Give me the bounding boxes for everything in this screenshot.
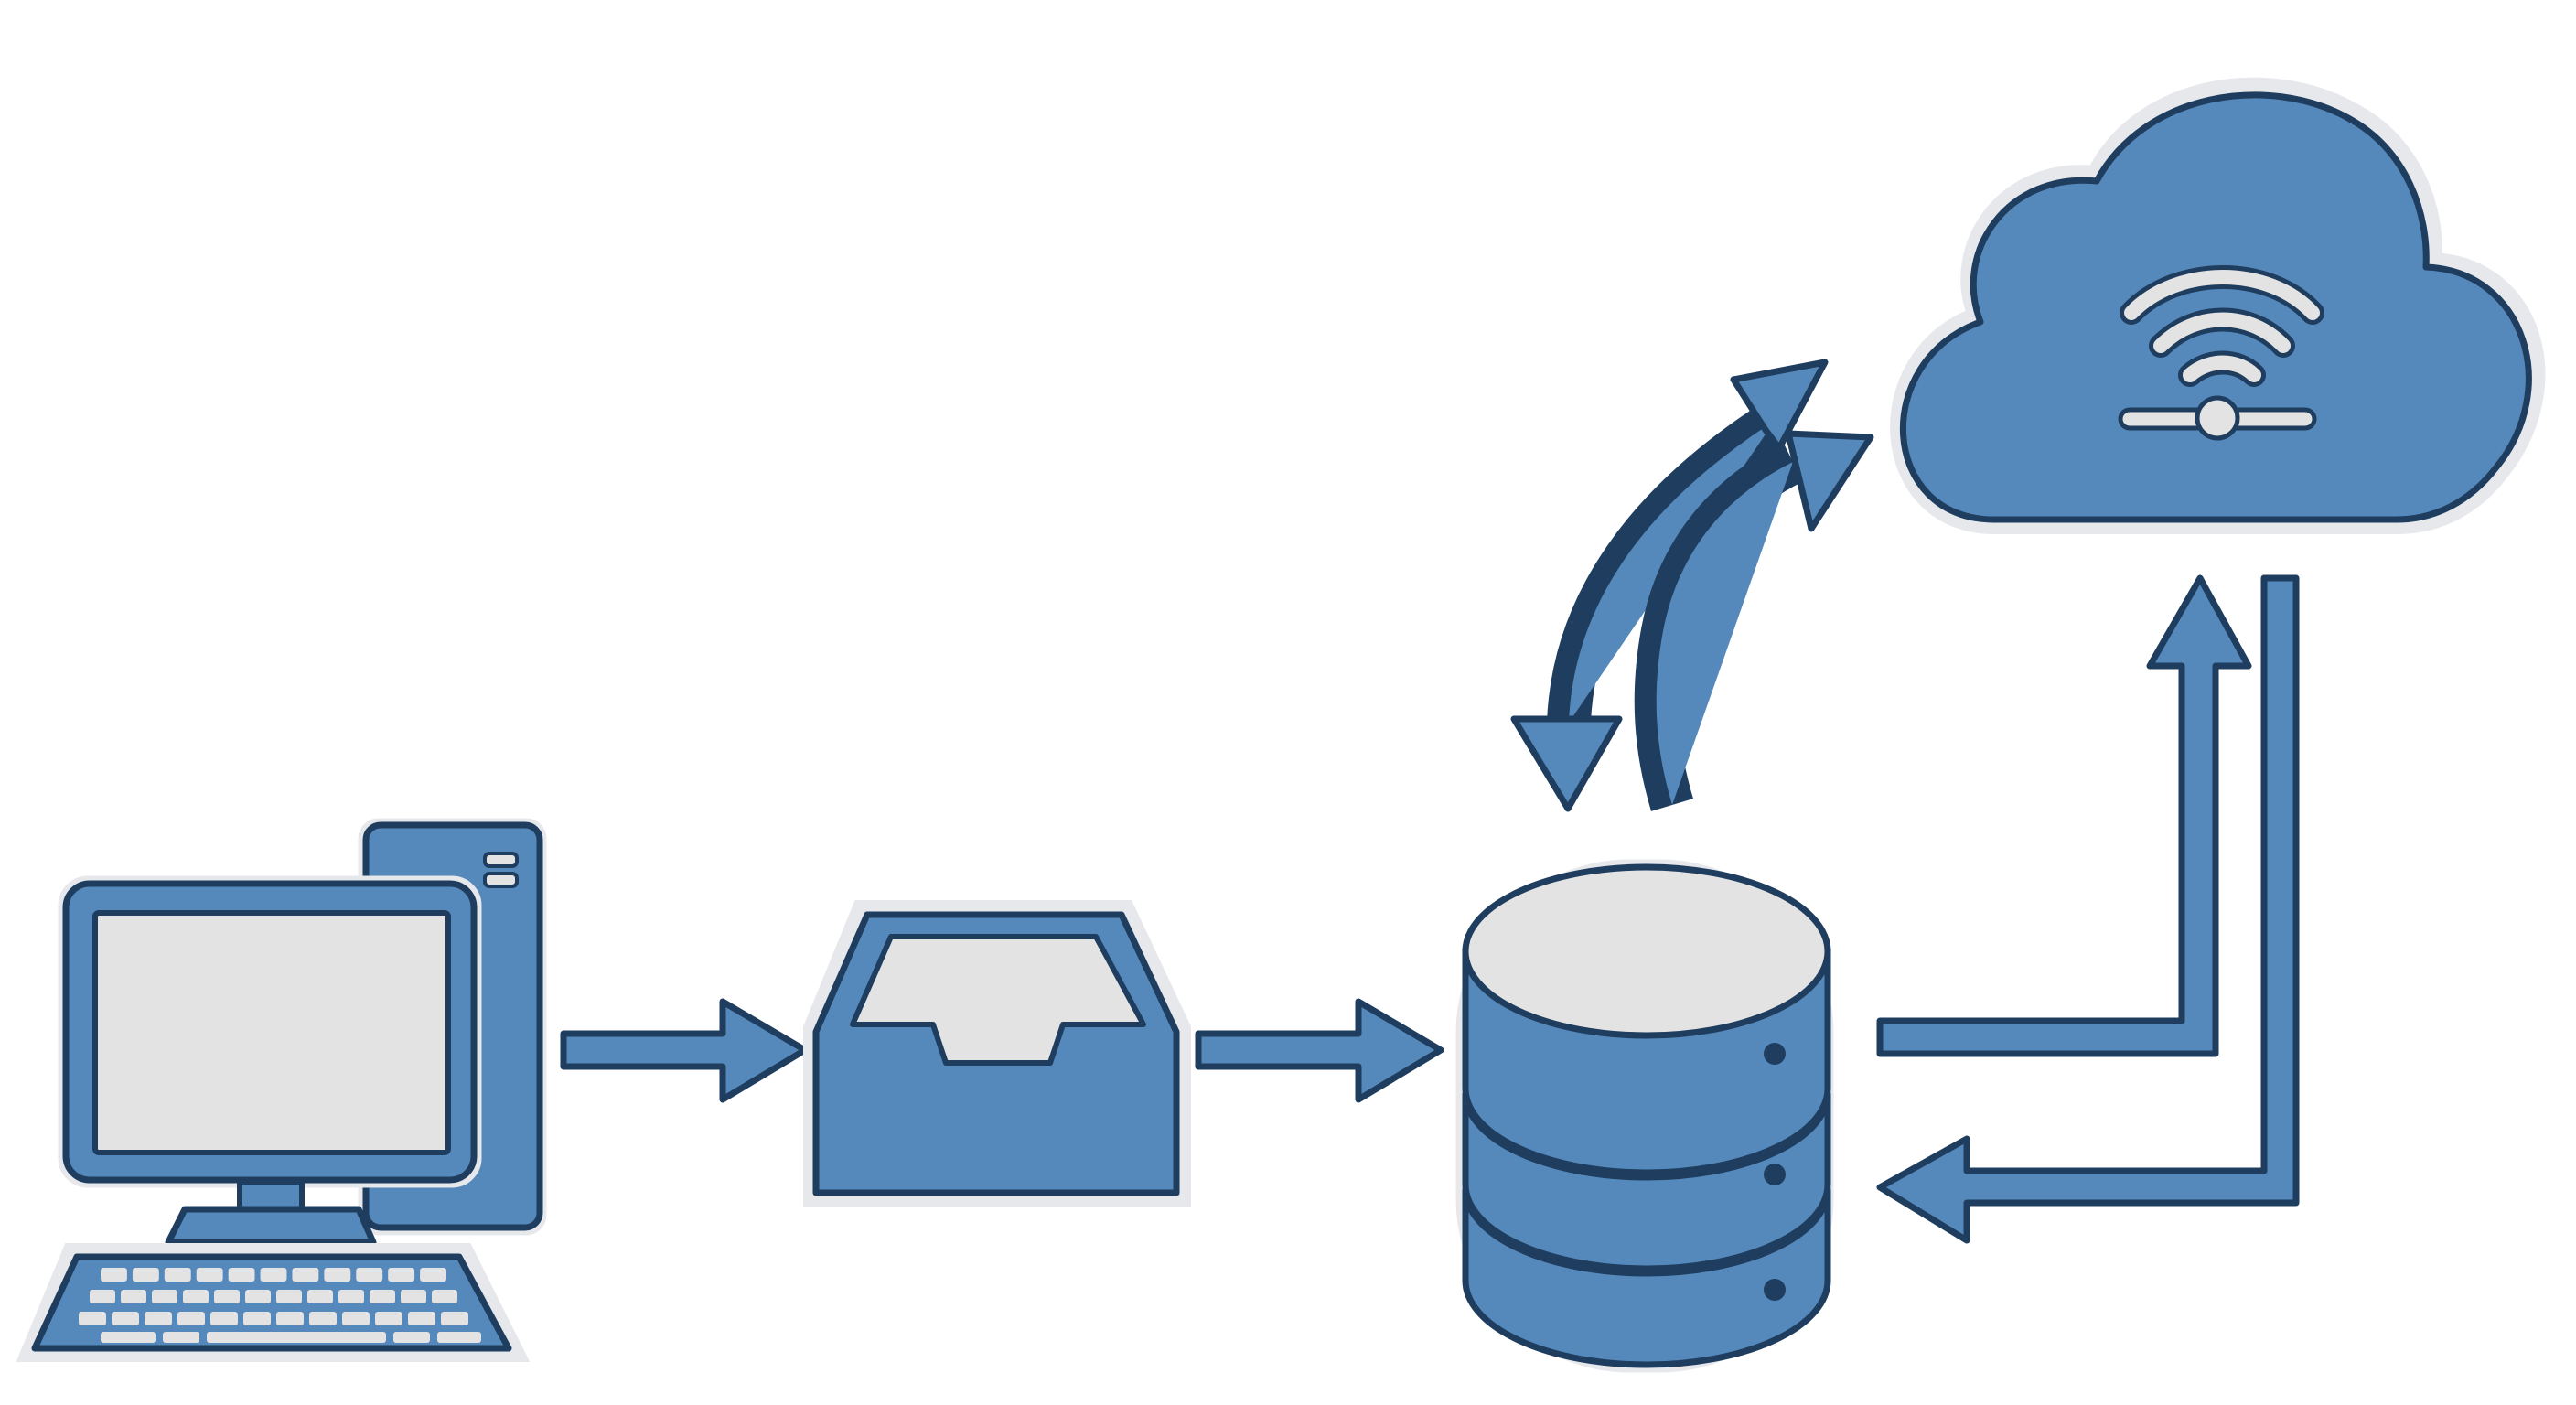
keyboard-key (307, 1290, 333, 1303)
arrow-inbox-to-database (1195, 998, 1444, 1103)
cloud-wifi-icon (1890, 77, 2546, 534)
desktop-computer-icon (16, 818, 547, 1362)
keyboard-key (420, 1268, 446, 1282)
keyboard-key (342, 1312, 370, 1325)
keyboard-key (132, 1268, 159, 1282)
keyboard-key (228, 1268, 255, 1282)
keyboard-key (177, 1312, 205, 1325)
keyboard-key (276, 1290, 302, 1303)
keyboard-key (101, 1268, 127, 1282)
keyboard-keys (79, 1268, 481, 1343)
keyboard-key (163, 1332, 199, 1343)
keyboard-key (196, 1268, 223, 1282)
wifi-icon (2118, 265, 2324, 441)
keyboard-key (292, 1268, 319, 1282)
keyboard-key (309, 1312, 337, 1325)
arrow-computer-to-inbox (560, 998, 809, 1103)
keyboard-key (145, 1312, 172, 1325)
keyboard-key (388, 1268, 415, 1282)
arrow-database-to-cloud-elbow (1876, 574, 2252, 1057)
keyboard-key (207, 1332, 386, 1343)
keyboard-key (324, 1268, 351, 1282)
keyboard-key (441, 1312, 468, 1325)
keyboard-key (79, 1312, 106, 1325)
arrow-cloud-to-database-elbow (1876, 574, 2300, 1244)
keyboard-key (393, 1332, 430, 1343)
keyboard-key (152, 1290, 177, 1303)
keyboard-key (164, 1268, 191, 1282)
keyboard-key (101, 1332, 156, 1343)
keyboard-key (370, 1290, 395, 1303)
database-icon (1455, 859, 1834, 1373)
keyboard-key (432, 1290, 457, 1303)
inbox-tray-icon (803, 900, 1191, 1207)
keyboard-key (375, 1312, 402, 1325)
arrow-database-to-cloud-curved (1634, 430, 1874, 811)
keyboard-key (338, 1290, 364, 1303)
keyboard-key (245, 1290, 271, 1303)
keyboard-key (210, 1312, 238, 1325)
keyboard-key (90, 1290, 115, 1303)
keyboard-key (437, 1332, 481, 1343)
keyboard-key (356, 1268, 383, 1282)
keyboard-key (112, 1312, 139, 1325)
keyboard-key (401, 1290, 426, 1303)
keyboard-key (121, 1290, 146, 1303)
keyboard-key (214, 1290, 240, 1303)
keyboard-key (183, 1290, 209, 1303)
keyboard-key (276, 1312, 304, 1325)
keyboard-key (408, 1312, 435, 1325)
keyboard-key (243, 1312, 271, 1325)
keyboard-key (260, 1268, 287, 1282)
